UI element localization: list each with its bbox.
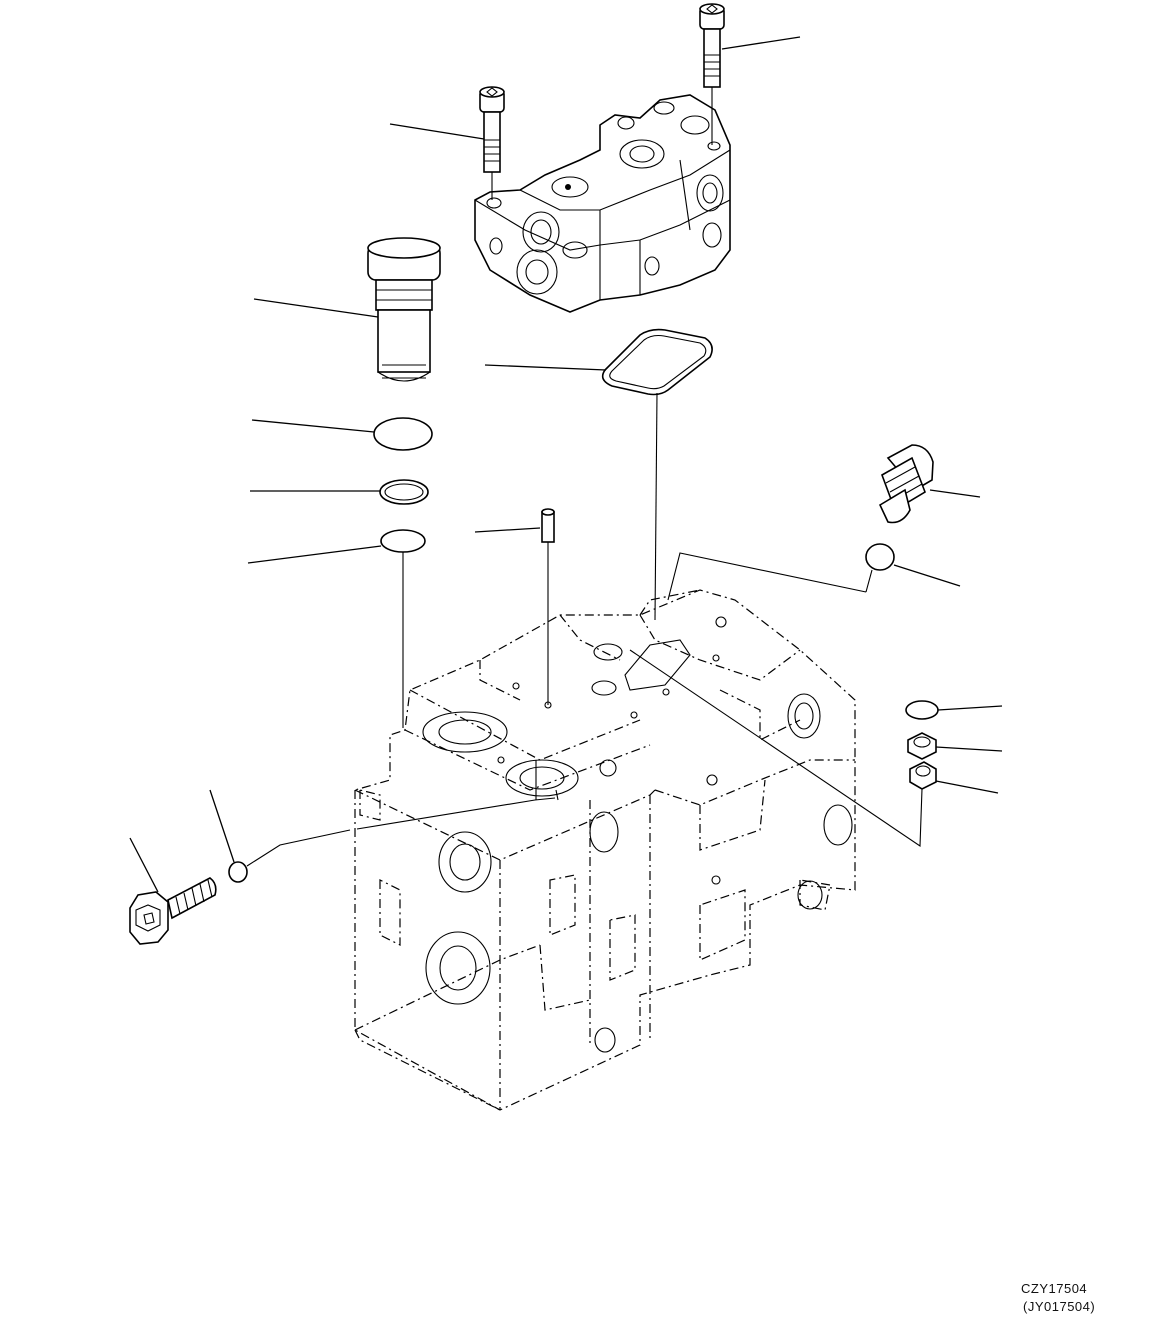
- backup-ring: [379, 479, 429, 505]
- leader-lines: [129, 36, 1003, 893]
- o-ring-small: [380, 529, 426, 553]
- upper-valve-block: [474, 94, 731, 313]
- left-union-bolt: [129, 877, 217, 945]
- o-ring-large: [373, 417, 433, 451]
- o-ring-fitting-right: [865, 543, 895, 571]
- plug-small-right: [907, 732, 937, 760]
- drawing-alt-reference-code: (JY017504): [1023, 1299, 1096, 1314]
- gasket: [601, 328, 713, 396]
- drawing-reference-code: CZY17504: [1021, 1281, 1088, 1296]
- elbow-fitting-right: [878, 444, 934, 524]
- nut-small-right: [909, 761, 937, 790]
- o-ring-left: [228, 861, 248, 883]
- short-socket-bolt: [479, 86, 505, 173]
- plug-cartridge: [367, 237, 441, 382]
- long-socket-bolt-top: [699, 3, 725, 88]
- dowel-pin: [541, 508, 555, 543]
- o-ring-small-right: [905, 700, 939, 720]
- main-valve-body: [354, 589, 856, 1111]
